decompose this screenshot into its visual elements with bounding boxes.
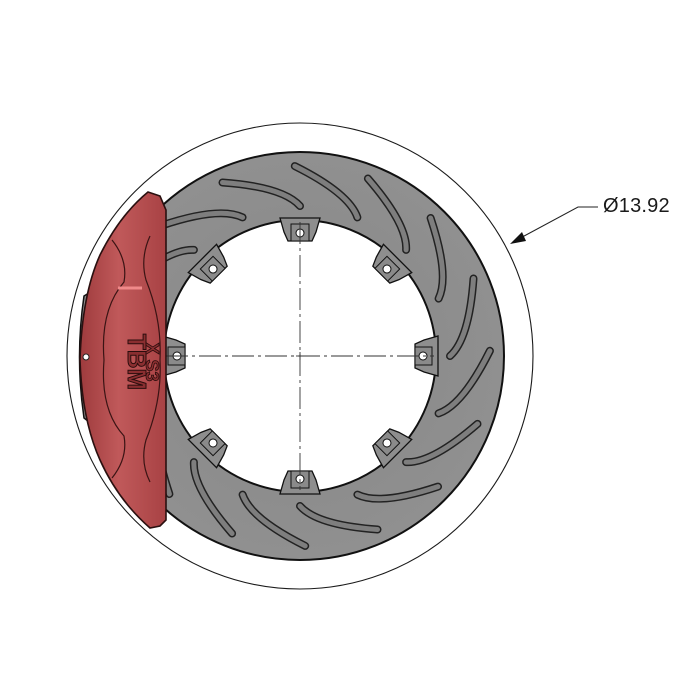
rotor-slot-inner (365, 176, 409, 253)
rotor-slot-inner (220, 180, 303, 209)
rotor-slot-inner (159, 210, 246, 228)
mounting-tab (372, 428, 413, 469)
rotor-slot-inner (297, 503, 380, 532)
center-mark (296, 352, 304, 360)
mounting-tab (414, 335, 439, 377)
mounting-tab (187, 243, 228, 284)
diameter-dimension-label: Ø13.92 (603, 195, 670, 217)
rotor-slot-inner (436, 348, 493, 416)
mounting-tab (372, 243, 413, 284)
rotor-slot-inner (403, 421, 480, 465)
caliper-logo-text: TBM (122, 334, 152, 390)
mounting-tab (187, 428, 228, 469)
rotor-slot-inner (292, 163, 360, 220)
rotor-slot-inner (191, 459, 235, 536)
brake-caliper: TBM X S3 (78, 191, 167, 529)
rotor-slot-inner (428, 215, 446, 302)
caliper-piston-bulge-right (143, 235, 161, 483)
rotor-slot-inner (447, 276, 476, 359)
outer-diameter-circle (66, 122, 534, 590)
rotor-slot-inner (354, 484, 441, 502)
dimension-arrowhead (510, 232, 526, 244)
dimension-leader (512, 206, 598, 243)
rotor-slot-inner (240, 492, 308, 549)
caliper-piston-bulge-left (102, 239, 126, 479)
caliper-bleed-hole (82, 353, 90, 361)
caliper-model-text: X S3 (142, 342, 162, 381)
